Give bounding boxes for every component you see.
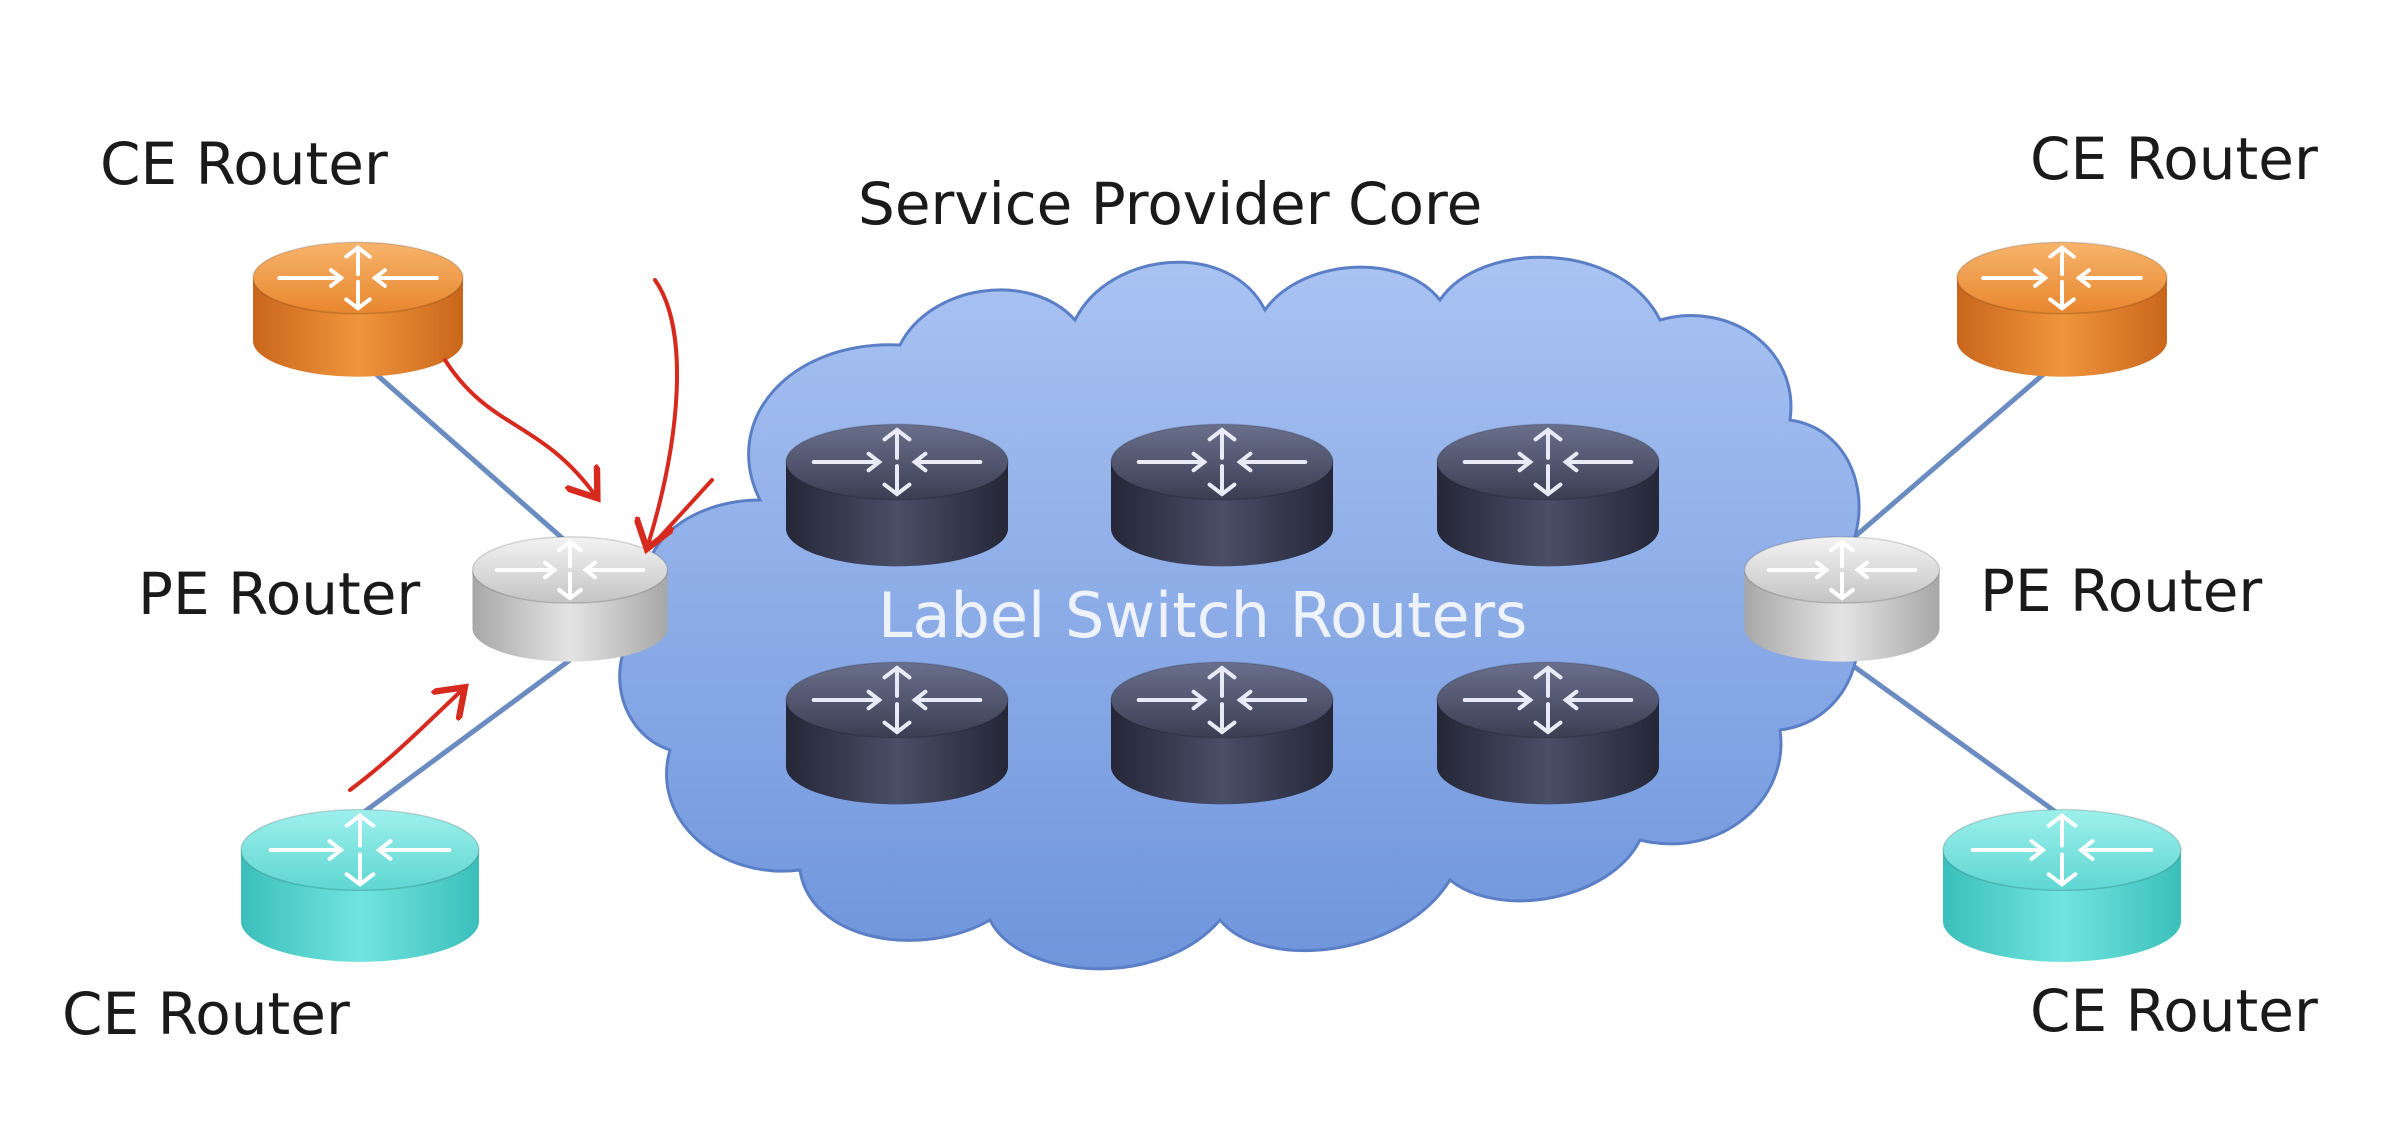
- ce-router-bottom-right-label: CE Router: [2030, 977, 2318, 1045]
- ce-router-bottom-left-label: CE Router: [62, 980, 350, 1048]
- ce-router-top-right: [1956, 241, 2168, 377]
- router-icon: [252, 241, 464, 377]
- pe-router-left: [471, 536, 669, 662]
- router-icon: [1110, 423, 1334, 567]
- router-icon: [471, 536, 669, 662]
- router-icon: [1110, 661, 1334, 805]
- router-icon: [785, 423, 1009, 567]
- router-icon: [1743, 536, 1941, 662]
- network-links: [358, 358, 2062, 818]
- router-icon: [1942, 808, 2182, 962]
- label-switch-router-4: [785, 661, 1009, 805]
- label-switch-router-1: [785, 423, 1009, 567]
- link-ce-bottom-right-to-pe-right: [1843, 657, 2062, 818]
- ce-router-bottom-left: [240, 808, 480, 962]
- arrow-icon: [648, 278, 679, 545]
- service-provider-core-title: Service Provider Core: [858, 170, 1483, 238]
- ce-router-top-left-label: CE Router: [100, 130, 388, 198]
- arrow-icon: [443, 358, 595, 495]
- router-icon: [1436, 661, 1660, 805]
- label-switch-router-3: [1436, 423, 1660, 567]
- pe-router-left-label: PE Router: [138, 560, 421, 628]
- arrow-icon: [648, 478, 714, 550]
- pe-router-right-label: PE Router: [1980, 557, 2263, 625]
- label-switch-router-6: [1436, 661, 1660, 805]
- annotation-arrows: [348, 278, 714, 792]
- label-switch-routers-label: Label Switch Routers: [878, 579, 1528, 652]
- router-icon: [1956, 241, 2168, 377]
- link-ce-top-right-to-pe-right: [1843, 358, 2062, 547]
- routers-layer: [240, 241, 2182, 962]
- link-ce-bottom-left-to-pe-left: [358, 657, 572, 818]
- arrow-icon: [348, 690, 462, 792]
- ce-router-top-left: [252, 241, 464, 377]
- link-ce-top-left-to-pe-left: [358, 358, 572, 547]
- ce-router-top-right-label: CE Router: [2030, 125, 2318, 193]
- label-switch-router-5: [1110, 661, 1334, 805]
- router-icon: [1436, 423, 1660, 567]
- ce-router-bottom-right: [1942, 808, 2182, 962]
- router-icon: [785, 661, 1009, 805]
- router-icon: [240, 808, 480, 962]
- label-switch-router-2: [1110, 423, 1334, 567]
- pe-router-right: [1743, 536, 1941, 662]
